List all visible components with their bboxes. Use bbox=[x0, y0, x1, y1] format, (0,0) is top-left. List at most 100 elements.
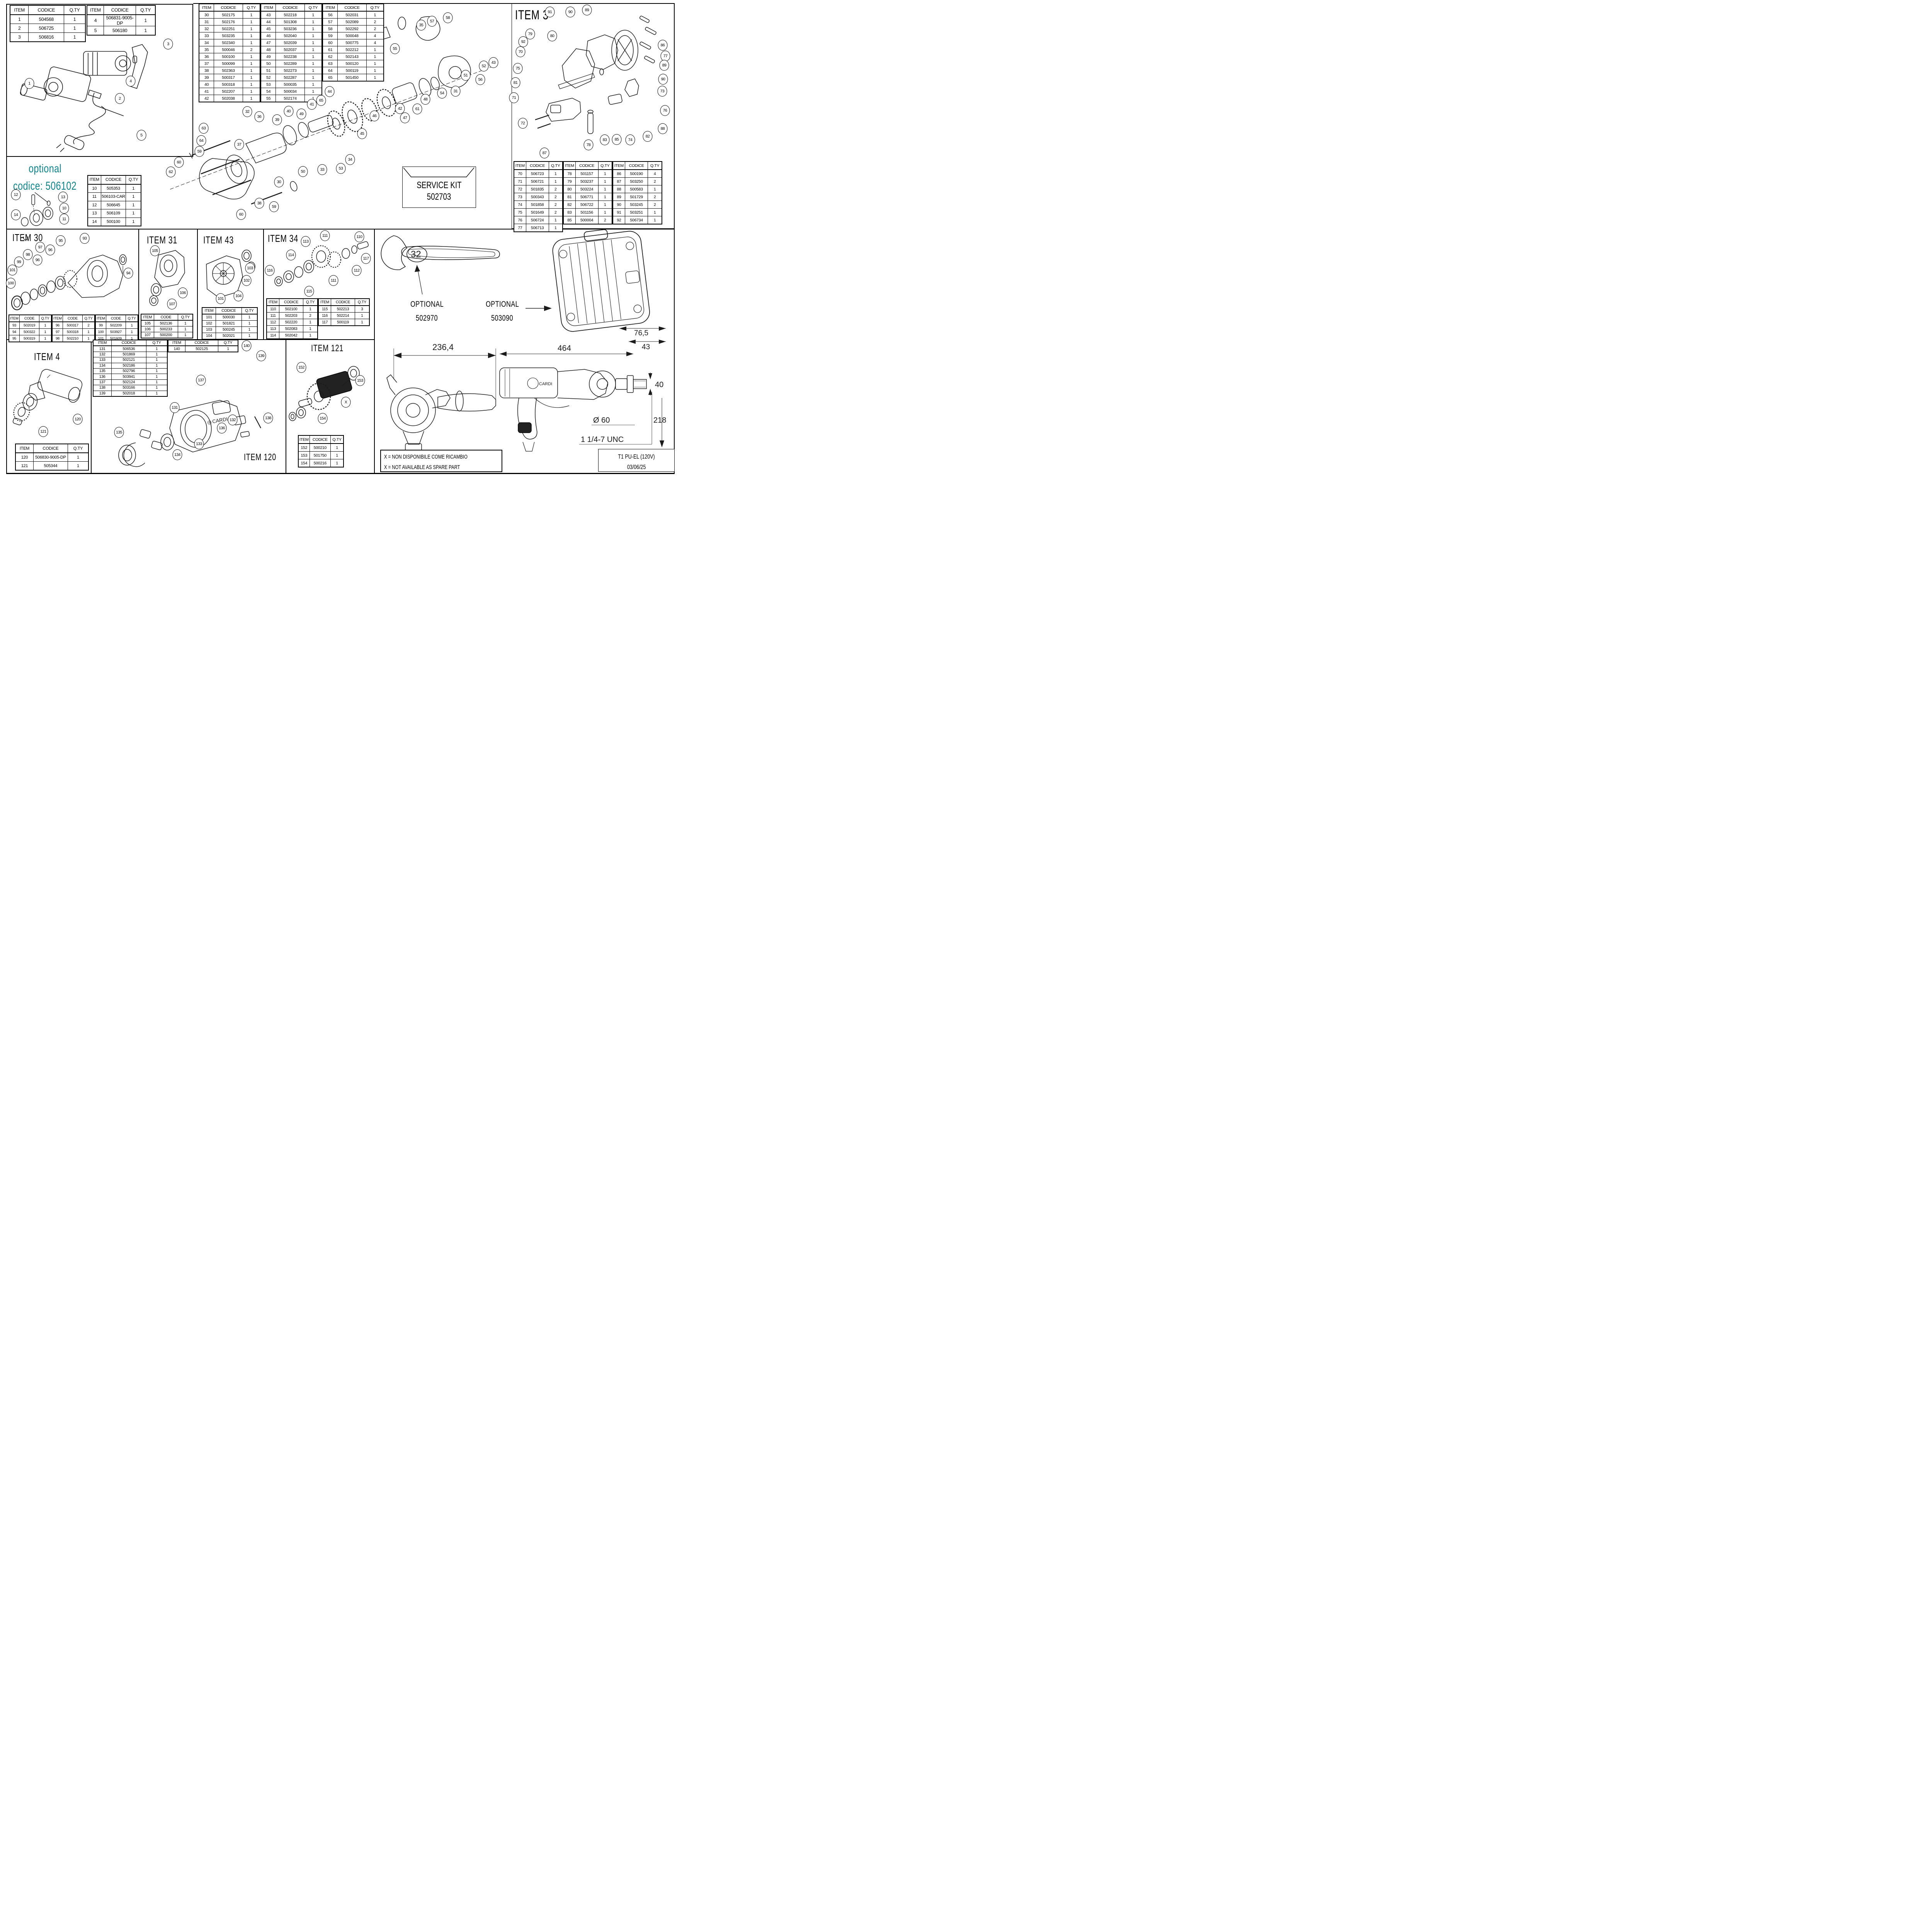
optional-label: optional codice: 506102 bbox=[13, 162, 77, 192]
qty-cell: 1 bbox=[126, 217, 141, 226]
code-cell: 502021 bbox=[215, 333, 242, 340]
item120-motor-drawing: ◎CARDI bbox=[99, 393, 280, 471]
note-line-it: X = NON DISPONIBILE COME RICAMBIO bbox=[384, 454, 468, 460]
qty-cell: 2 bbox=[598, 216, 612, 224]
qty-cell: 2 bbox=[242, 46, 260, 53]
column-header: CODICE bbox=[337, 3, 367, 12]
balloon-2: 2 bbox=[115, 93, 125, 104]
balloon-99: 99 bbox=[14, 257, 24, 267]
item-cell: 46 bbox=[260, 32, 276, 39]
item-cell: 94 bbox=[9, 328, 20, 335]
balloon-90: 90 bbox=[565, 7, 575, 17]
item-cell: 79 bbox=[563, 177, 576, 185]
optional-case-label: OPTIONAL 503090 bbox=[486, 300, 519, 323]
qty-cell: 3 bbox=[354, 305, 370, 313]
item-cell: 82 bbox=[563, 201, 576, 209]
item-cell: 136 bbox=[93, 374, 112, 380]
column-header: CODICE bbox=[276, 3, 305, 12]
qty-cell: 2 bbox=[82, 321, 95, 329]
column-header: ITEM bbox=[87, 5, 104, 15]
qty-cell: 4 bbox=[366, 39, 384, 46]
balloon-106: 106 bbox=[178, 287, 188, 298]
code-cell: 503941 bbox=[111, 374, 147, 380]
column-header: ITEM bbox=[52, 314, 63, 322]
qty-cell: 1 bbox=[241, 314, 258, 321]
item-cell: 41 bbox=[199, 88, 214, 95]
qty-cell: 1 bbox=[366, 11, 384, 19]
balloon-86: 86 bbox=[658, 40, 668, 51]
frame-left bbox=[6, 4, 7, 474]
item-cell: 83 bbox=[563, 208, 576, 216]
qty-cell: 1 bbox=[136, 26, 156, 36]
code-cell: 500343 bbox=[526, 193, 549, 201]
column-header: Q.TY bbox=[648, 161, 662, 170]
balloon-4: 4 bbox=[126, 76, 136, 87]
code-cell: 506724 bbox=[526, 216, 549, 224]
balloon-75: 75 bbox=[513, 63, 523, 74]
item-cell: 14 bbox=[87, 217, 101, 226]
column-header: ITEM bbox=[563, 161, 576, 170]
divider-right-region bbox=[374, 229, 375, 474]
code-cell: 500046 bbox=[214, 46, 243, 53]
code-cell: 501869 bbox=[111, 351, 147, 358]
qty-cell: 2 bbox=[548, 201, 563, 209]
code-cell: 501649 bbox=[526, 208, 549, 216]
column-header: ITEM bbox=[10, 5, 29, 15]
qty-cell: 1 bbox=[126, 192, 141, 201]
item-cell: 34 bbox=[199, 39, 214, 46]
item-cell: 48 bbox=[260, 46, 276, 53]
balloon-85: 85 bbox=[612, 134, 622, 145]
service-kit-box: SERVICE KIT 502703 bbox=[402, 167, 476, 208]
code-cell: 500030 bbox=[215, 314, 242, 321]
balloon-113: 113 bbox=[301, 236, 311, 247]
balloon-X: X bbox=[341, 397, 351, 408]
code-cell: 502176 bbox=[214, 18, 243, 25]
code-cell: 503251 bbox=[624, 208, 648, 216]
qty-cell: 1 bbox=[126, 328, 138, 335]
qty-cell: 1 bbox=[598, 177, 612, 185]
column-header: CODICE bbox=[33, 444, 68, 453]
code-cell: 502273 bbox=[276, 67, 305, 74]
item-cell: 61 bbox=[322, 46, 338, 53]
code-cell: 500317 bbox=[62, 321, 83, 329]
code-cell: 502121 bbox=[111, 357, 147, 363]
date-label: 03/06/25 bbox=[627, 464, 646, 471]
balloon-101: 101 bbox=[216, 293, 226, 304]
qty-cell: 1 bbox=[242, 32, 260, 39]
divider-item4-120 bbox=[91, 339, 92, 474]
column-header: CODICE bbox=[185, 340, 219, 347]
qty-cell: 1 bbox=[126, 184, 141, 193]
balloon-45: 45 bbox=[357, 128, 367, 139]
qty-cell: 1 bbox=[39, 328, 52, 335]
code-cell: 500190 bbox=[624, 169, 648, 178]
item-cell: 100 bbox=[95, 328, 106, 335]
dim-thread: 1 1/4-7 UNC bbox=[581, 435, 624, 444]
balloon-71: 71 bbox=[509, 92, 519, 103]
qty-cell: 1 bbox=[178, 326, 193, 332]
qty-cell: 1 bbox=[304, 39, 322, 46]
wrench-drawing: 32 bbox=[377, 233, 504, 298]
code-cell: 501729 bbox=[624, 193, 648, 201]
code-cell: 500100 bbox=[100, 217, 126, 226]
balloon-107: 107 bbox=[167, 299, 177, 309]
